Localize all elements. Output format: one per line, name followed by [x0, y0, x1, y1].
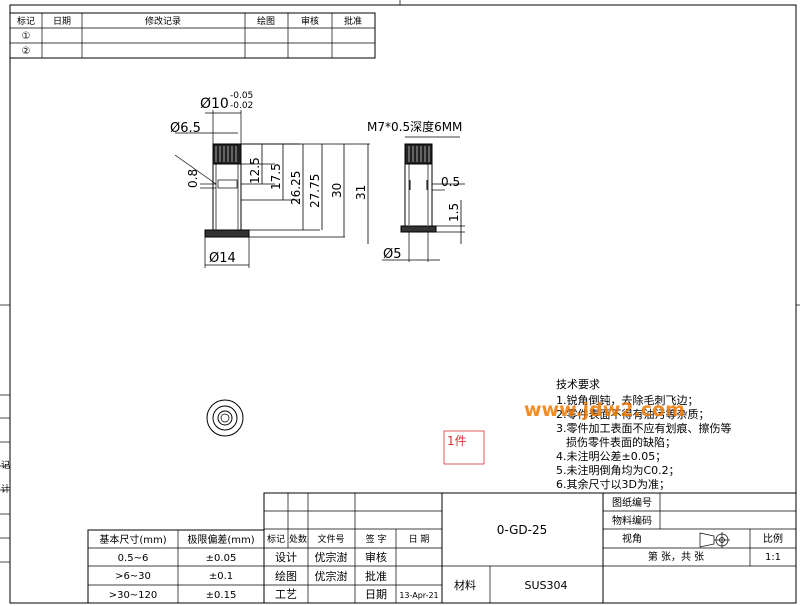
tol-r1-range: 0.5~6 [118, 553, 149, 564]
revision-table: 标记 日期 修改记录 绘图 审核 批准 ① ② [9, 12, 376, 59]
margin-label-1: 记 [1, 460, 10, 471]
scale-value: 1:1 [765, 552, 781, 563]
sign-header-date: 日 期 [409, 534, 430, 545]
note-6: 6.其余尺寸以3D为准； [556, 477, 670, 491]
dim-d14: Ø14 [209, 251, 236, 266]
qty-stamp: 1件 [447, 434, 467, 448]
tol-r2-dev: ±0.1 [209, 571, 233, 582]
sign-check-label: 审核 [365, 550, 387, 564]
sign-design-label: 设计 [275, 551, 297, 564]
tol-r3-range: >30~120 [109, 590, 158, 601]
notes-title: 技术要求 [556, 378, 600, 391]
sign-header-mark: 标记 [267, 533, 285, 545]
technical-notes: 技术要求 1.锐角倒钝，去除毛刺飞边； 2.零件表面不得有油污等杂质； 3.零件… [556, 378, 732, 491]
watermark: www.jdw2.com [524, 399, 685, 421]
sign-date-value: 13-Apr-21 [399, 591, 438, 600]
tol-r3-dev: ±0.15 [206, 590, 237, 601]
sign-approve-label: 批准 [365, 569, 387, 583]
projection-symbol-icon [699, 532, 730, 548]
note-4: 4.未注明公差±0.05； [556, 449, 666, 463]
item-no-label: 物料编码 [612, 514, 652, 527]
rev-header-date: 日期 [53, 16, 71, 27]
title-block: 0-GD-25 材料 SUS304 图纸编号 物料编码 视角 比例 第 张，共 … [441, 492, 797, 604]
left-margin-table: 记 计 [0, 394, 10, 563]
dim-27-75: 27.75 [308, 174, 322, 208]
dim-d6-5: Ø6.5 [170, 121, 201, 136]
part-number: 0-GD-25 [497, 523, 548, 537]
material-label: 材料 [454, 578, 476, 592]
dim-thread: M7*0.5深度6MM [367, 119, 462, 134]
dim-d10-lower: -0.02 [230, 101, 253, 111]
dim-17-5: 17.5 [269, 163, 283, 190]
sheet-border [9, 4, 797, 604]
rev-row-2: ② [22, 46, 31, 57]
rev-header-draw: 绘图 [257, 15, 275, 27]
dim-d5: Ø5 [383, 247, 402, 262]
note-1: 1.锐角倒钝，去除毛刺飞边； [556, 393, 699, 407]
tol-header-basic: 基本尺寸(mm) [99, 533, 166, 546]
sign-craft-label: 工艺 [275, 588, 297, 601]
note-3: 3.零件加工表面不应有划痕、擦伤等 [556, 421, 732, 435]
section-view: M7*0.5深度6MM 0.5 1.5 Ø5 [367, 119, 465, 262]
rev-header-check: 审核 [301, 15, 319, 27]
dim-0-8: 0.8 [186, 169, 200, 188]
margin-label-2: 计 [1, 483, 10, 495]
knurl-front [212, 143, 242, 165]
front-view: Ø10 -0.05 -0.02 Ø6.5 0.8 12.5 17.5 26.25… [170, 91, 370, 268]
rev-header-mark: 标记 [17, 15, 35, 27]
view-label: 视角 [622, 532, 642, 545]
dim-1-5: 1.5 [447, 203, 461, 222]
rev-header-record: 修改记录 [145, 15, 181, 27]
dim-d10: Ø10 [200, 96, 229, 112]
sign-block: 标记 处数 文件号 签 字 日 期 设计 优宗澍 审核 绘图 优宗澍 批准 工艺… [263, 492, 443, 604]
scale-label: 比例 [763, 532, 783, 545]
tol-r2-range: >6~30 [115, 571, 151, 582]
top-view [206, 399, 244, 437]
dim-26-25: 26.25 [289, 171, 303, 205]
tolerance-table: 基本尺寸(mm) 极限偏差(mm) 0.5~6 ±0.05 >6~30 ±0.1… [87, 529, 265, 604]
rev-row-1: ① [22, 31, 31, 42]
tol-r1-dev: ±0.05 [206, 553, 237, 564]
dim-12-5: 12.5 [248, 157, 262, 184]
sign-header-count: 处数 [289, 533, 307, 545]
note-3b: 损伤零件表面的缺陷； [566, 435, 676, 449]
dim-d10-upper: -0.05 [230, 91, 253, 101]
sign-draw-label: 绘图 [275, 569, 297, 583]
note-2: 2.零件表面不得有油污等杂质； [556, 407, 710, 421]
sign-design-name: 优宗澍 [315, 550, 348, 564]
drawing-no-label: 图纸编号 [612, 496, 652, 509]
dim-31: 31 [354, 185, 368, 200]
dim-30: 30 [330, 183, 344, 198]
qty-stamp-box [443, 430, 485, 465]
sheets-label: 第 张，共 张 [648, 550, 704, 563]
sign-date-label: 日期 [365, 588, 387, 601]
material-value: SUS304 [524, 579, 567, 592]
sign-header-file: 文件号 [317, 533, 344, 545]
sign-draw-name: 优宗澍 [315, 569, 348, 583]
note-5: 5.未注明倒角均为C0.2； [556, 463, 680, 477]
tol-header-limit: 极限偏差(mm) [187, 533, 254, 546]
sign-header-sign: 签 字 [366, 533, 387, 545]
rev-header-approve: 批准 [344, 15, 362, 27]
dim-0-5: 0.5 [441, 175, 460, 189]
